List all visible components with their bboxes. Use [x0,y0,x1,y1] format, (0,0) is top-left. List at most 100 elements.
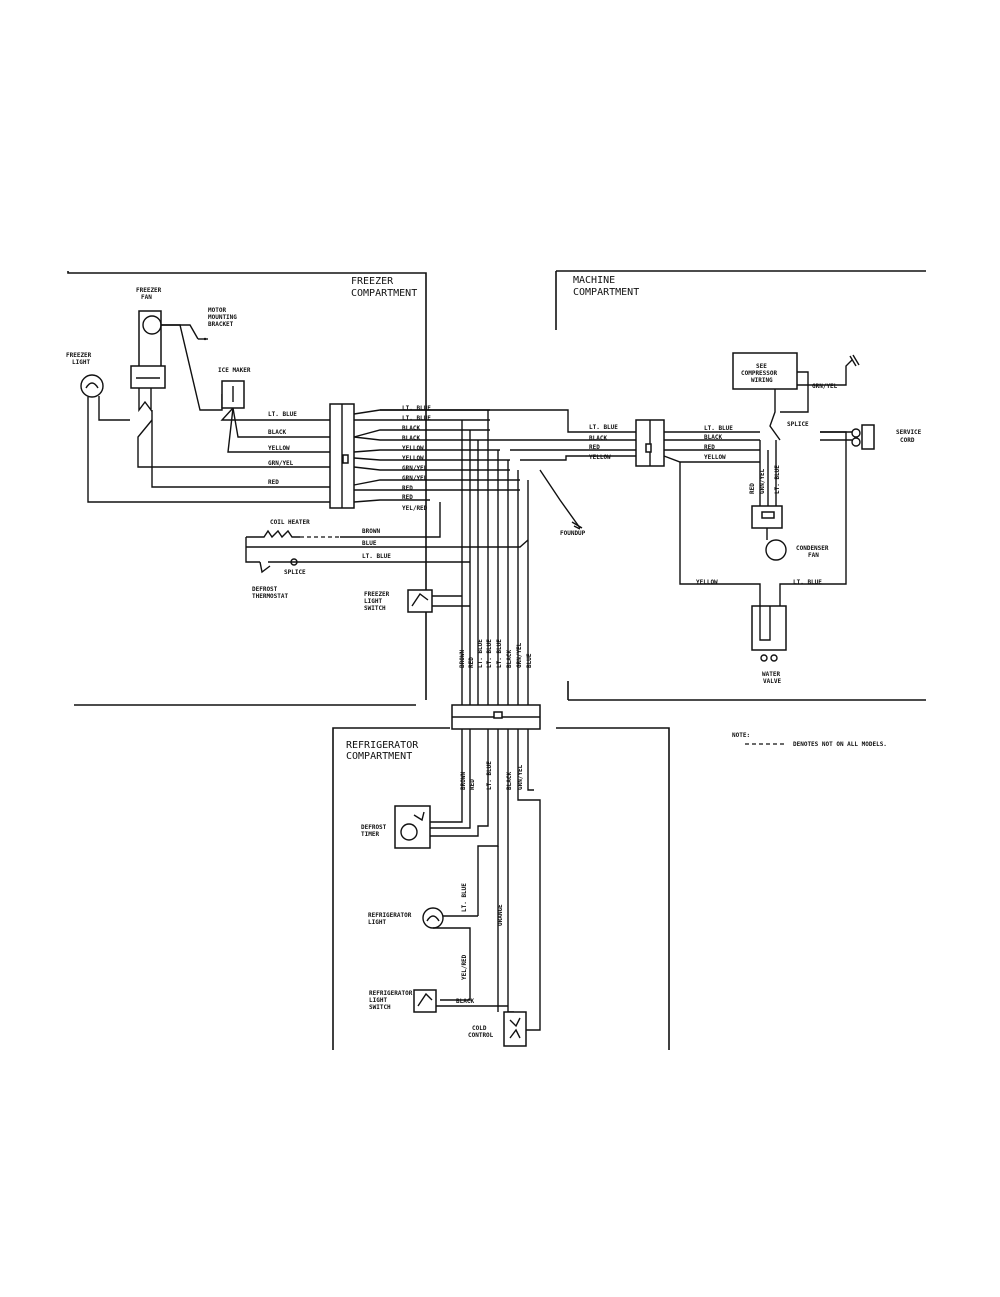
svg-text:LT. BLUE: LT. BLUE [486,761,493,790]
svg-text:LT. BLUE: LT. BLUE [589,424,618,431]
freezer-fan: FREEZER FAN [130,287,223,413]
note-title: NOTE: [732,732,750,739]
svg-text:TIMER: TIMER [361,831,379,838]
freezer-wires: LT. BLUE BLACK YELLOW GRN/YEL RED [137,407,330,488]
motor-mounting-bracket: MOTOR MOUNTING BRACKET [198,307,237,341]
freezer-title-2: COMPARTMENT [351,288,417,299]
svg-text:REFRIGERATOR: REFRIGERATOR [368,912,412,919]
defrost-timer: DEFROST TIMER [361,805,431,849]
ice-maker: ICE MAKER [218,367,251,409]
cross-wires: FOUNDUP [380,409,636,537]
svg-text:BLACK: BLACK [506,772,513,790]
svg-text:LT. BLUE: LT. BLUE [793,579,822,586]
svg-text:SWITCH: SWITCH [364,605,386,612]
freezer-connector [329,403,355,509]
coil-heater: COIL HEATER BROWN BLUE LT. BLUE [245,502,529,563]
svg-text:RED: RED [749,483,756,494]
freezer-light-switch: FREEZER LIGHT SWITCH [364,589,470,613]
cold-control: ORANGE COLD CONTROL [468,846,527,1047]
freezer-title-1: FREEZER [351,276,394,287]
foundup-label: FOUNDUP [560,530,586,537]
svg-text:WATER: WATER [762,671,780,678]
svg-text:BROWN: BROWN [362,528,380,535]
defrost-thermostat: SPLICE DEFROST THERMOSTAT [252,558,306,600]
svg-text:LT. BLUE: LT. BLUE [402,405,431,412]
svg-text:RED: RED [468,657,475,668]
svg-text:BLACK: BLACK [402,435,420,442]
svg-text:CORD: CORD [900,437,915,444]
svg-text:LT. BLUE: LT. BLUE [362,553,391,560]
svg-text:LIGHT: LIGHT [72,359,90,366]
svg-text:GRN/YEL: GRN/YEL [402,475,428,482]
svg-text:DEFROST: DEFROST [361,824,387,831]
svg-text:YEL/RED: YEL/RED [461,954,468,980]
svg-text:BLACK: BLACK [506,650,513,668]
svg-text:BRACKET: BRACKET [208,321,234,328]
svg-text:YELLOW: YELLOW [402,455,424,462]
machine-title-1: MACHINE [573,275,615,286]
refrigerator-title-1: REFRIGERATOR [346,740,419,751]
svg-text:GRN/YEL: GRN/YEL [516,642,523,668]
svg-text:LIGHT: LIGHT [369,997,387,1004]
svg-text:COLD: COLD [472,1025,487,1032]
svg-text:COMPRESSOR: COMPRESSOR [741,370,778,377]
svg-text:GRN/YEL: GRN/YEL [517,764,524,790]
svg-text:CONDENSER: CONDENSER [796,545,829,552]
svg-text:GRN/YEL: GRN/YEL [812,383,838,390]
svg-text:LT. BLUE: LT. BLUE [477,639,484,668]
machine-connector: LT. BLUE BLACK RED YELLOW [589,419,665,467]
svg-text:COIL HEATER: COIL HEATER [270,519,310,526]
svg-text:BLACK: BLACK [704,434,722,441]
svg-text:LT. BLUE: LT. BLUE [461,883,468,912]
note: NOTE: DENOTES NOT ON ALL MODELS. [732,732,887,748]
lower-connector [451,704,541,730]
svg-text:GRN/YEL: GRN/YEL [268,460,294,467]
svg-text:LIGHT: LIGHT [364,598,382,605]
svg-text:MOTOR: MOTOR [208,307,226,314]
svg-text:BLUE: BLUE [526,653,533,668]
svg-text:BLACK: BLACK [456,998,474,1005]
svg-text:FREEZER: FREEZER [136,287,162,294]
svg-text:RED: RED [402,485,413,492]
svg-text:FAN: FAN [808,552,819,559]
svg-text:GRN/YEL: GRN/YEL [759,468,766,494]
svg-text:SERVICE: SERVICE [896,429,922,436]
svg-text:REFRIGERATOR: REFRIGERATOR [369,990,413,997]
svg-text:ICE MAKER: ICE MAKER [218,367,251,374]
svg-text:LT. BLUE: LT. BLUE [774,465,781,494]
refrigerator-wires: BROWN RED LT. BLUE BLACK GRN/YEL [430,729,541,1031]
svg-text:RED: RED [469,779,476,790]
svg-text:YELLOW: YELLOW [268,445,290,452]
svg-text:FREEZER: FREEZER [364,591,390,598]
refrigerator-light: LT. BLUE YEL/RED REFRIGERATOR LIGHT [368,883,478,1001]
svg-text:ORANGE: ORANGE [497,904,504,926]
svg-text:LIGHT: LIGHT [368,919,386,926]
svg-text:GRN/YEL: GRN/YEL [402,465,428,472]
svg-text:BLACK: BLACK [589,435,607,442]
svg-text:BROWN: BROWN [459,650,466,668]
condenser-fan: RED GRN/YEL LT. BLUE CONDENSER FAN [749,440,829,561]
section-titles: FREEZER COMPARTMENT MACHINE COMPARTMENT … [346,275,639,762]
svg-text:MOUNTING: MOUNTING [208,314,237,321]
svg-text:FAN: FAN [141,294,152,301]
svg-text:YELLOW: YELLOW [696,579,718,586]
freezer-connector-wires: LT. BLUE LT. BLUE BLACK BLACK YELLOW YEL… [353,405,520,512]
service-cord: SERVICE CORD [820,424,922,450]
compartment-borders [67,270,926,1050]
svg-text:RED: RED [589,444,600,451]
svg-text:YELLOW: YELLOW [704,454,726,461]
svg-text:CONTROL: CONTROL [468,1032,494,1039]
svg-text:FREEZER: FREEZER [66,352,92,359]
water-valve: WATER VALVE [751,605,787,685]
svg-text:RED: RED [268,479,279,486]
note-text: DENOTES NOT ON ALL MODELS. [793,741,887,748]
svg-text:SPLICE: SPLICE [787,421,809,428]
svg-text:DEFROST: DEFROST [252,586,278,593]
machine-title-2: COMPARTMENT [573,287,639,298]
svg-text:SPLICE: SPLICE [284,569,306,576]
svg-text:RED: RED [704,444,715,451]
compressor-wiring: SEE COMPRESSOR WIRING GRN/YEL SPLICE [732,352,860,441]
svg-text:BLUE: BLUE [362,540,377,547]
svg-text:RED: RED [402,494,413,501]
